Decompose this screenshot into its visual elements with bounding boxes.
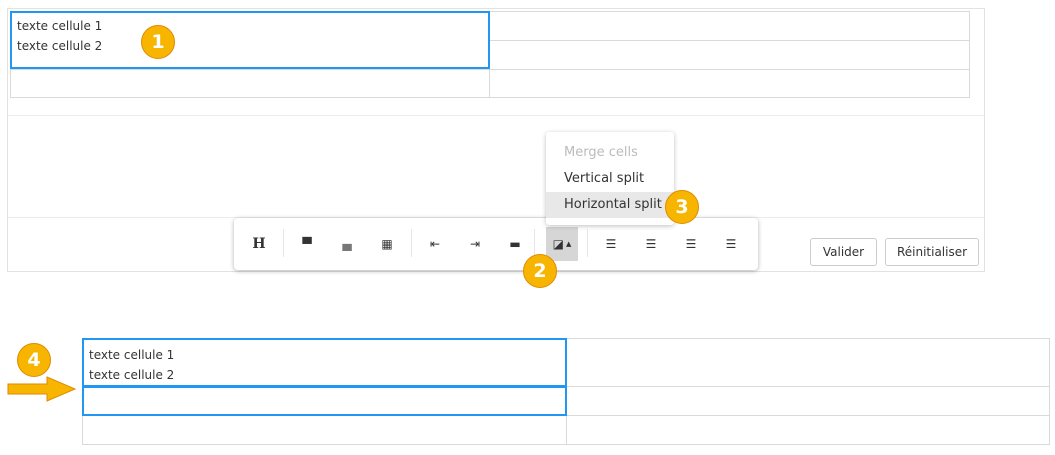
align-right-icon[interactable]: ☰ (685, 237, 697, 251)
separator (411, 229, 412, 257)
cell-text: texte cellule 1 (17, 19, 103, 33)
delete-column-icon[interactable]: ▬ (509, 237, 521, 251)
menu-item-merge-cells[interactable]: Merge cells (564, 145, 638, 160)
menu-item-horizontal-split[interactable]: Horizontal split (546, 192, 674, 218)
cell-text: texte cellule 1 (89, 348, 175, 362)
table-cell[interactable] (10, 69, 490, 98)
arrow-right-icon (7, 376, 77, 402)
step-badge-3: 3 (665, 190, 699, 224)
table-cell[interactable] (566, 338, 1050, 387)
table-cell[interactable] (82, 415, 567, 445)
selected-merged-cell[interactable]: texte cellule 1 texte cellule 2 (10, 11, 490, 69)
cell-text: texte cellule 2 (17, 39, 103, 53)
table-cell[interactable] (489, 40, 970, 70)
split-dropdown-menu: Merge cells Vertical split Horizontal sp… (546, 132, 674, 225)
table-cell[interactable] (566, 386, 1050, 416)
editor-panel (7, 8, 985, 272)
align-justify-icon[interactable]: ☰ (725, 237, 737, 251)
separator (283, 229, 284, 257)
table-cell[interactable] (489, 69, 970, 98)
delete-row-icon[interactable]: ▦ (381, 237, 393, 251)
cell-text: texte cellule 2 (89, 368, 175, 382)
caret-up-icon: ▲ (565, 240, 572, 248)
table-toolbar: H ▀ ▄ ▦ ⇤ ⇥ ▬ ◪▲ ☰ ☰ ☰ ☰ (234, 218, 758, 270)
table-cell[interactable] (489, 11, 970, 41)
menu-item-vertical-split[interactable]: Vertical split (564, 171, 645, 186)
insert-row-below-icon[interactable]: ▄ (342, 237, 352, 251)
cell-split-button[interactable]: ◪▲ (546, 227, 578, 261)
split-cell-bottom[interactable] (82, 386, 567, 416)
table-cell[interactable] (566, 415, 1050, 445)
insert-column-right-icon[interactable]: ⇥ (469, 237, 481, 251)
separator (534, 229, 535, 257)
heading-button[interactable]: H (252, 236, 266, 252)
split-cell-top[interactable]: texte cellule 1 texte cellule 2 (82, 338, 567, 387)
cell-split-icon: ◪ (552, 237, 564, 251)
separator (587, 229, 588, 257)
divider (8, 217, 984, 218)
step-badge-1: 1 (141, 25, 175, 59)
step-badge-2: 2 (523, 254, 557, 288)
validate-button[interactable]: Valider (810, 238, 877, 266)
align-left-icon[interactable]: ☰ (605, 237, 617, 251)
reset-button[interactable]: Réinitialiser (885, 238, 979, 266)
step-badge-4: 4 (17, 343, 51, 377)
insert-column-left-icon[interactable]: ⇤ (429, 237, 441, 251)
divider (8, 115, 984, 116)
insert-row-above-icon[interactable]: ▀ (302, 237, 312, 251)
align-center-icon[interactable]: ☰ (645, 237, 657, 251)
